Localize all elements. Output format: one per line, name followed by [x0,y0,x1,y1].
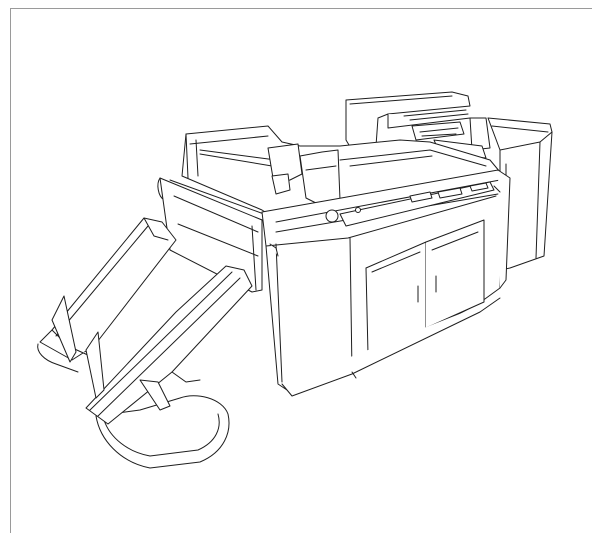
cutting-heads [268,144,340,206]
cabinet-side-panel [494,170,510,288]
feeder-gantry [346,92,490,158]
frame-top-border [10,8,592,9]
collection-tray [38,218,252,468]
frame-left-border [10,8,11,533]
main-cabinet [262,170,504,396]
